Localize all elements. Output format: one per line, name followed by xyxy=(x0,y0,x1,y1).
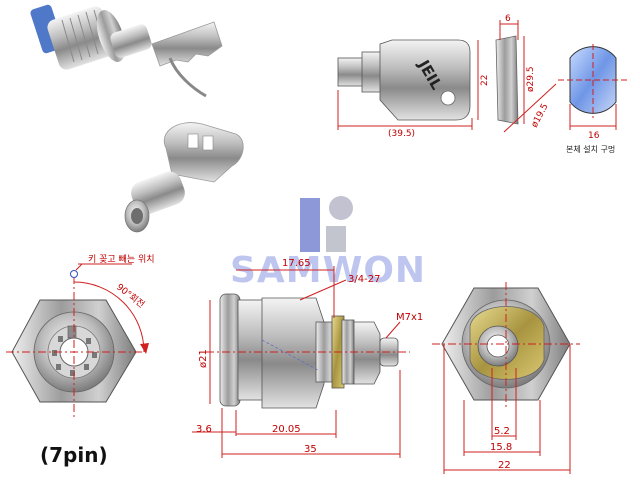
total-length-dim: 35 xyxy=(304,444,317,455)
nut-width-dim: 6 xyxy=(505,14,511,24)
small-diameter-dim: ø19.5 xyxy=(530,102,551,129)
key-photo-upper xyxy=(151,21,223,98)
lock-body-photo xyxy=(30,4,152,70)
thread-dim: 3/4-27 xyxy=(348,274,380,285)
key-drawing: JEIL (39.5) 22 xyxy=(337,39,490,139)
nut-profile-drawing: 6 ø29.5 ø19.5 xyxy=(495,14,557,133)
back-mid-dim: 15.8 xyxy=(490,442,512,453)
mid-length-dim: 20.05 xyxy=(272,424,301,435)
key-position-note: 키 꽂고 빼는 위치 xyxy=(88,253,155,265)
side-view-drawing: 17.65 3/4-27 M7x1 ø21 3.6 20.05 35 xyxy=(192,258,423,458)
mounting-cutout-drawing: 16 본체 설치 구멍 xyxy=(558,44,628,154)
watermark-logo: SAMWON xyxy=(230,196,425,291)
left-offset-dim: 3.6 xyxy=(196,424,212,435)
front-view-drawing: 키 꽂고 빼는 위치 90°회전 xyxy=(6,253,155,420)
cutout-caption: 본체 설치 구멍 xyxy=(566,144,615,154)
nut-diameter-dim: ø29.5 xyxy=(526,66,536,92)
side-overall-dim: 17.65 xyxy=(282,258,311,269)
cutout-width-dim: 16 xyxy=(588,131,600,141)
nut-thread-dim: M7x1 xyxy=(396,312,423,323)
lock-photo xyxy=(30,4,244,233)
side-diameter-dim: ø21 xyxy=(198,349,209,368)
key-height-dim: 22 xyxy=(480,75,490,86)
rotation-note: 90°회전 xyxy=(114,282,146,311)
back-inner-dim: 5.2 xyxy=(494,426,510,437)
key-length-dim: (39.5) xyxy=(388,129,415,139)
pin-count-label: (7pin) xyxy=(40,443,108,467)
back-view-drawing: 5.2 15.8 22 xyxy=(432,282,580,474)
back-outer-dim: 22 xyxy=(498,460,511,471)
key-photo-lower xyxy=(124,122,244,233)
